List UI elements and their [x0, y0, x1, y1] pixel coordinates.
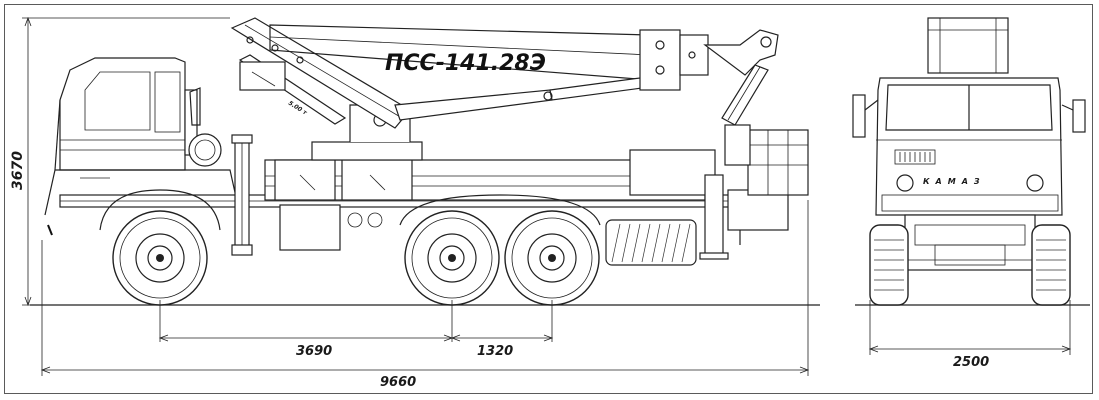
- truck-cab: [44, 57, 241, 236]
- front-right-tyre: [1031, 224, 1071, 306]
- model-title: ПСС-141.28Э: [385, 51, 546, 76]
- work-basket: [724, 124, 809, 196]
- wheelbase-rear-value: 1320: [477, 344, 513, 359]
- side-view: ПСС-141.28Э 5.00 т 3670 3690 1320: [10, 16, 820, 390]
- height-dimension: 3670: [10, 16, 230, 307]
- width-value: 2500: [953, 355, 989, 370]
- spare-tyre: [605, 219, 697, 266]
- lower-boom: [230, 17, 411, 129]
- tool-boxes: [274, 149, 716, 251]
- front-fender: [99, 189, 221, 231]
- front-wheel: [112, 210, 208, 306]
- upper-boom: [269, 24, 651, 121]
- boom-head: [639, 29, 779, 91]
- lift-cylinder: [238, 54, 347, 125]
- height-value: 3670: [10, 151, 26, 190]
- cab-badge: КАМАЗ: [923, 177, 986, 186]
- wheelbase-dimensions: 3690 1320: [158, 300, 554, 359]
- front-boom: [927, 17, 1009, 74]
- front-view: КАМАЗ: [852, 17, 1090, 370]
- wheelbase-front-value: 3690: [296, 344, 332, 359]
- length-dimension: 9660: [40, 200, 810, 390]
- rear-fender: [399, 194, 601, 226]
- air-intake: [231, 134, 253, 256]
- front-cab: КАМАЗ: [875, 77, 1063, 216]
- front-mirrors: [852, 94, 1086, 138]
- drawing-frame: [4, 4, 1093, 394]
- rear-wheel: [504, 210, 600, 306]
- front-undercarriage: [904, 214, 1036, 271]
- outrigger: [699, 174, 789, 260]
- front-left-tyre: [869, 224, 909, 306]
- middle-wheel: [404, 210, 500, 306]
- width-dimension: 2500: [868, 300, 1072, 370]
- overall-length-value: 9660: [380, 375, 416, 390]
